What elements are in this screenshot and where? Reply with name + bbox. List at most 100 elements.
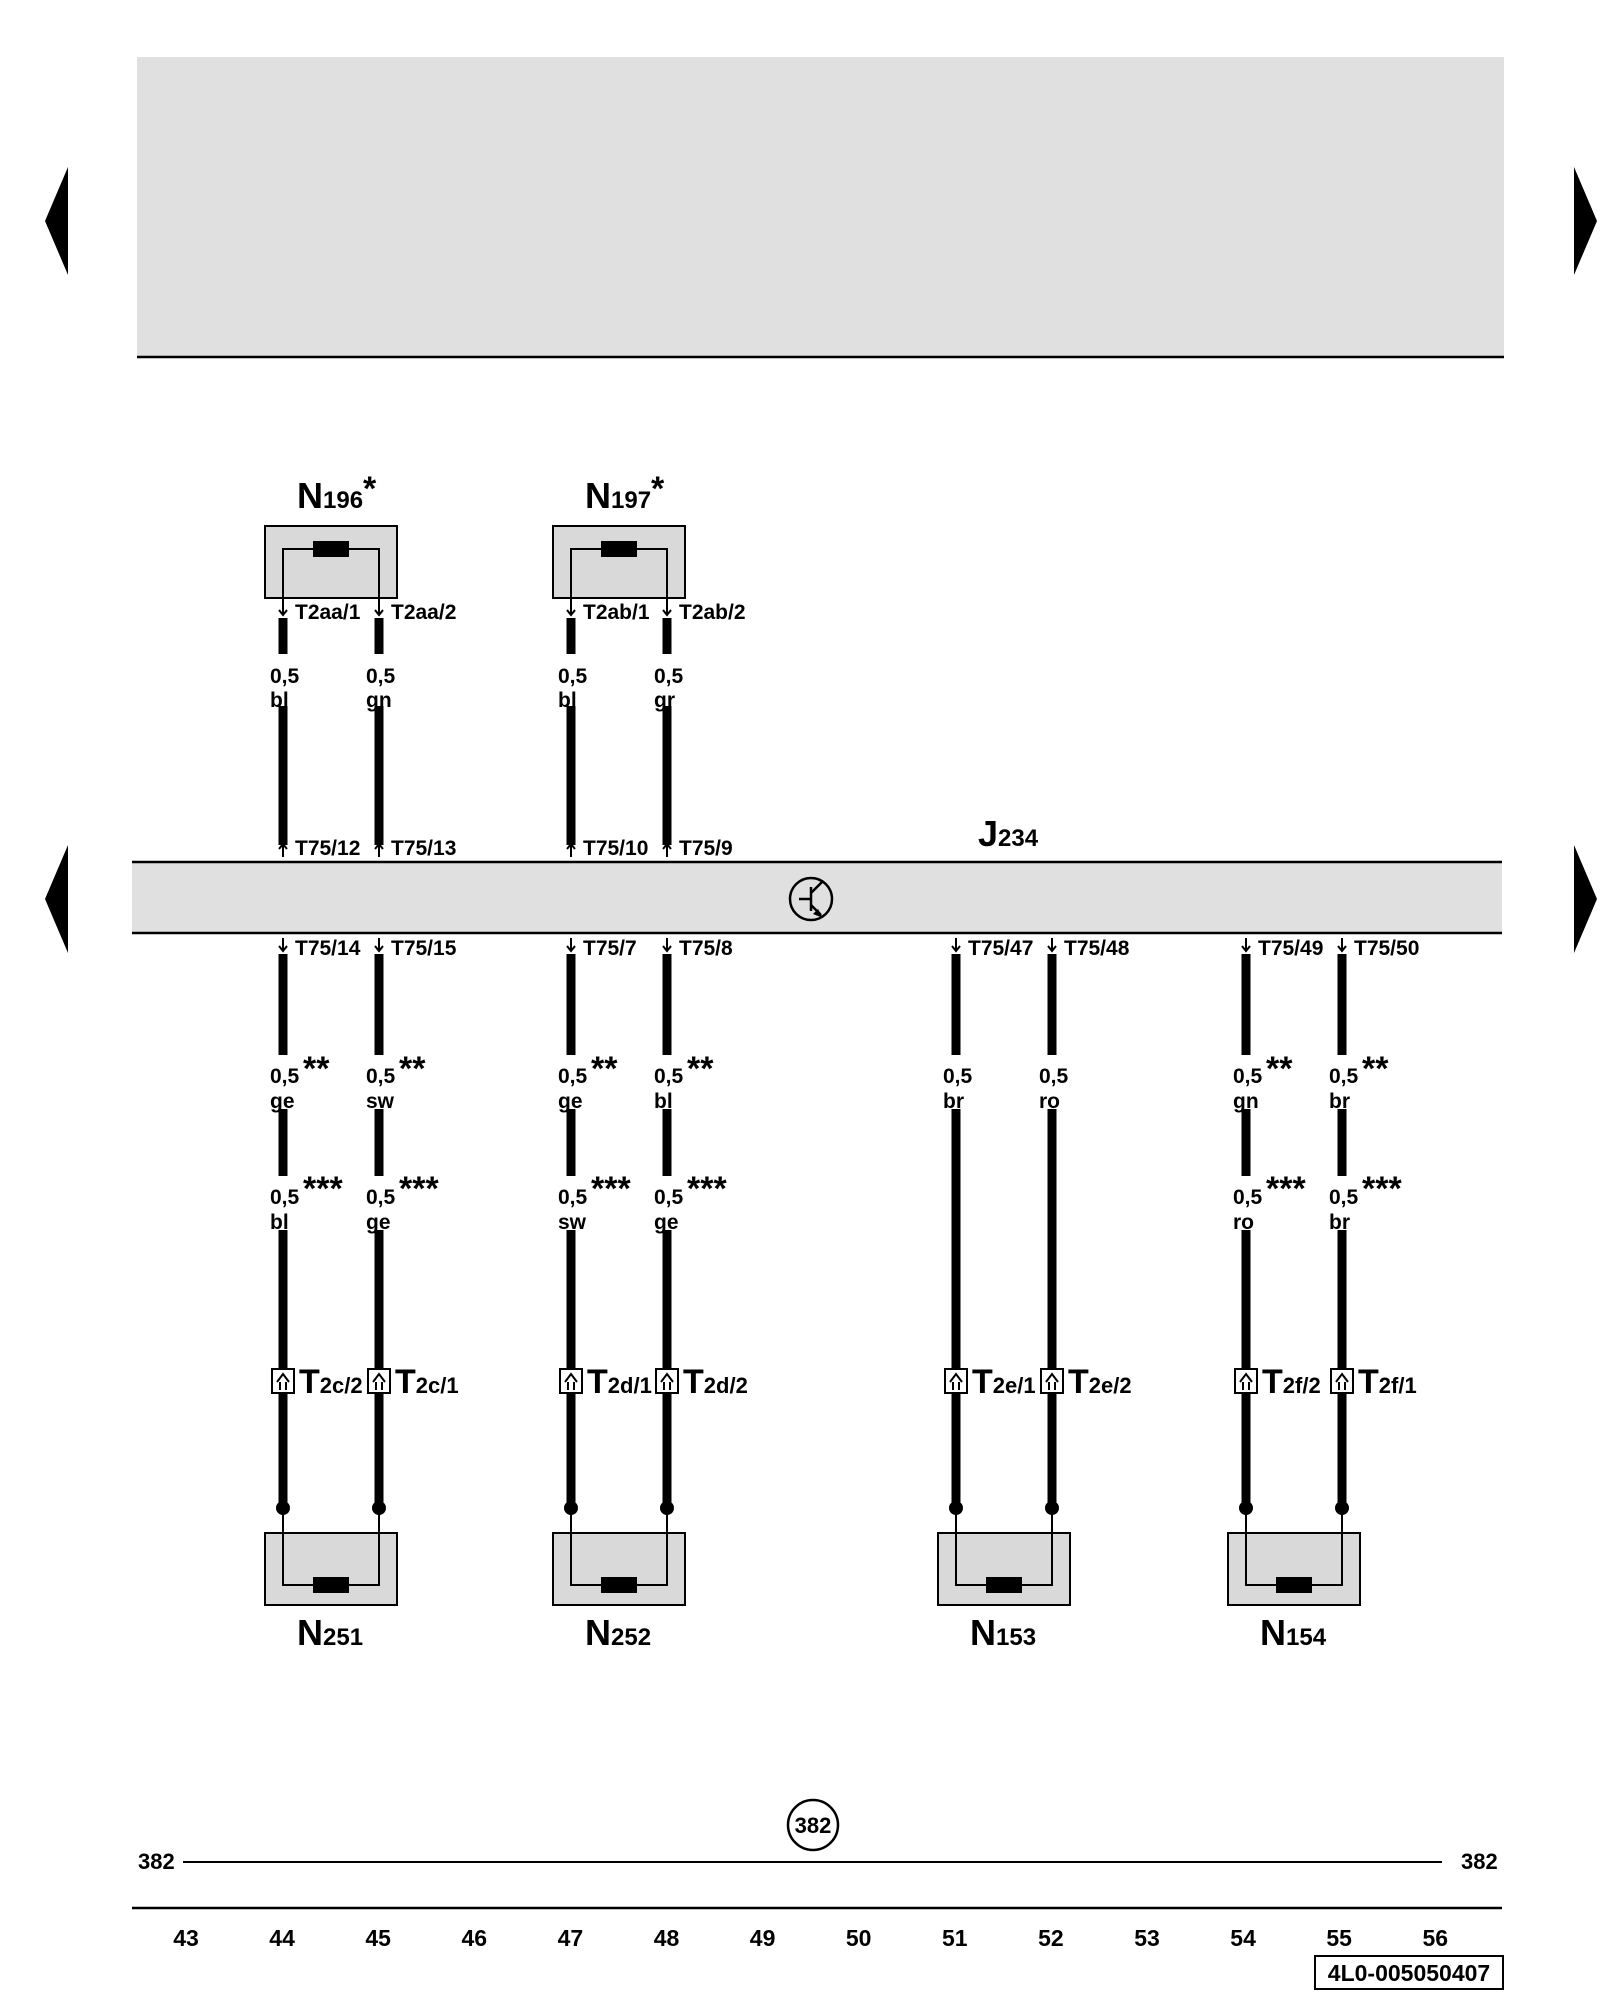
wire-label-bg xyxy=(653,1055,693,1109)
wire-size-label: 0,5 xyxy=(558,1186,588,1209)
resistor-element xyxy=(601,541,637,557)
wire-label-bg xyxy=(1232,1055,1272,1109)
variant-mark: ** xyxy=(1362,1050,1389,1088)
pin-arrow-head-icon xyxy=(278,842,288,850)
control-unit-pin-label: T75/9 xyxy=(679,837,733,860)
plug-arrow xyxy=(372,1372,386,1383)
track-number: 50 xyxy=(846,1925,872,1951)
track-number: 47 xyxy=(558,1925,584,1951)
wire-label-bg xyxy=(269,1055,309,1109)
wire-color-label: ge xyxy=(558,1090,583,1113)
control-unit-pin-label: T75/7 xyxy=(583,937,637,960)
control-unit-pin-label: T75/48 xyxy=(1064,937,1130,960)
component-box xyxy=(552,525,686,599)
header-panel xyxy=(137,57,1504,357)
variant-mark: *** xyxy=(687,1170,727,1208)
control-unit-pin-label: T75/12 xyxy=(295,837,360,860)
component-label: N196 xyxy=(297,475,363,516)
nav-next-mid-icon[interactable] xyxy=(1574,845,1597,953)
wire-label-bg xyxy=(365,654,405,706)
connector-label: T2c/2 xyxy=(299,1363,363,1401)
resistor-element xyxy=(313,541,349,557)
wire-color-label: br xyxy=(943,1090,964,1113)
wire-size-label: 0,5 xyxy=(1329,1065,1359,1088)
track-number: 49 xyxy=(750,1925,776,1951)
plug-body xyxy=(1234,1368,1258,1394)
component-box xyxy=(1227,1532,1361,1606)
wire-label-bg xyxy=(653,1176,693,1230)
connector-pin-label: T2aa/2 xyxy=(391,601,456,624)
component-box xyxy=(264,1532,398,1606)
pin-arrow-head-icon xyxy=(566,842,576,850)
wire-color-label: ge xyxy=(654,1211,679,1234)
resistor-element xyxy=(313,1577,349,1593)
wire-size-label: 0,5 xyxy=(1233,1186,1263,1209)
control-unit-label: J234 xyxy=(978,813,1039,854)
wire-color-label: bl xyxy=(558,689,577,712)
wire-label-bg xyxy=(269,1176,309,1230)
variant-mark: ** xyxy=(399,1050,426,1088)
control-unit-j234 xyxy=(132,862,1502,933)
plug-arrow xyxy=(949,1372,963,1383)
wire-label-bg xyxy=(942,1055,982,1109)
sensor-n154 xyxy=(1227,1508,1361,1606)
plug-connector-icon xyxy=(271,1368,295,1394)
track-number: 45 xyxy=(365,1925,391,1951)
control-unit-pin-label: T75/13 xyxy=(391,837,456,860)
ground-left-label: 382 xyxy=(138,1849,175,1874)
connector-label: T2e/2 xyxy=(1068,1363,1132,1401)
pin-arrow-head-icon xyxy=(662,842,672,850)
track-number: 53 xyxy=(1134,1925,1160,1951)
resistor-element xyxy=(986,1577,1022,1593)
track-number: 43 xyxy=(173,1925,199,1951)
pin-arrow-head-icon xyxy=(374,945,384,953)
plug-body xyxy=(1040,1368,1064,1394)
plug-body xyxy=(1330,1368,1354,1394)
diagram-code-box xyxy=(1314,1955,1504,1990)
bottom-component-group: T75/140,5ge**0,5bl***T2c/2T75/150,5sw**0… xyxy=(264,937,459,1653)
connector-label: T2f/1 xyxy=(1358,1363,1417,1401)
pin-arrow-head-icon xyxy=(566,609,576,617)
track-number: 52 xyxy=(1038,1925,1064,1951)
wire-color-label: bl xyxy=(270,1211,289,1234)
wire-size-label: 0,5 xyxy=(366,665,396,688)
ground-rail: 382 382 382 xyxy=(138,1798,1498,1874)
wire-label-bg xyxy=(557,654,597,706)
nav-next-top-icon[interactable] xyxy=(1574,167,1597,275)
connector-pin-label: T2ab/1 xyxy=(583,601,650,624)
circuit-layer: N196*T2aa/10,5blT75/12T2aa/20,5gnT75/13N… xyxy=(264,470,1419,1653)
transistor-icon xyxy=(788,876,834,922)
track-number: 48 xyxy=(654,1925,680,1951)
plug-body xyxy=(559,1368,583,1394)
wire-size-label: 0,5 xyxy=(943,1065,973,1088)
wire-label-bg xyxy=(557,1055,597,1109)
plug-connector-icon xyxy=(559,1368,583,1394)
control-unit-pin-label: T75/10 xyxy=(583,837,648,860)
wire-color-label: sw xyxy=(366,1090,395,1113)
component-label: N154 xyxy=(1260,1612,1327,1653)
component-label: N153 xyxy=(970,1612,1036,1653)
component-box xyxy=(264,525,398,599)
wire-color-label: br xyxy=(1329,1090,1350,1113)
plug-arrow xyxy=(1335,1372,1349,1383)
plug-body xyxy=(655,1368,679,1394)
wire-label-bg xyxy=(1328,1055,1368,1109)
variant-mark: *** xyxy=(1362,1170,1402,1208)
variant-mark: *** xyxy=(1266,1170,1306,1208)
control-unit-pin-label: T75/15 xyxy=(391,937,457,960)
plug-body xyxy=(271,1368,295,1394)
track-number: 54 xyxy=(1230,1925,1256,1951)
sensor-n251 xyxy=(264,1508,398,1606)
connector-label: T2d/1 xyxy=(587,1363,652,1401)
wire-color-label: bl xyxy=(270,689,289,712)
nav-prev-mid-icon[interactable] xyxy=(45,845,68,953)
wire-color-label: sw xyxy=(558,1211,587,1234)
track-number: 46 xyxy=(462,1925,488,1951)
wire-size-label: 0,5 xyxy=(1329,1186,1359,1209)
nav-prev-top-icon[interactable] xyxy=(45,167,68,275)
control-unit-pin-label: T75/50 xyxy=(1354,937,1419,960)
variant-mark: ** xyxy=(591,1050,618,1088)
